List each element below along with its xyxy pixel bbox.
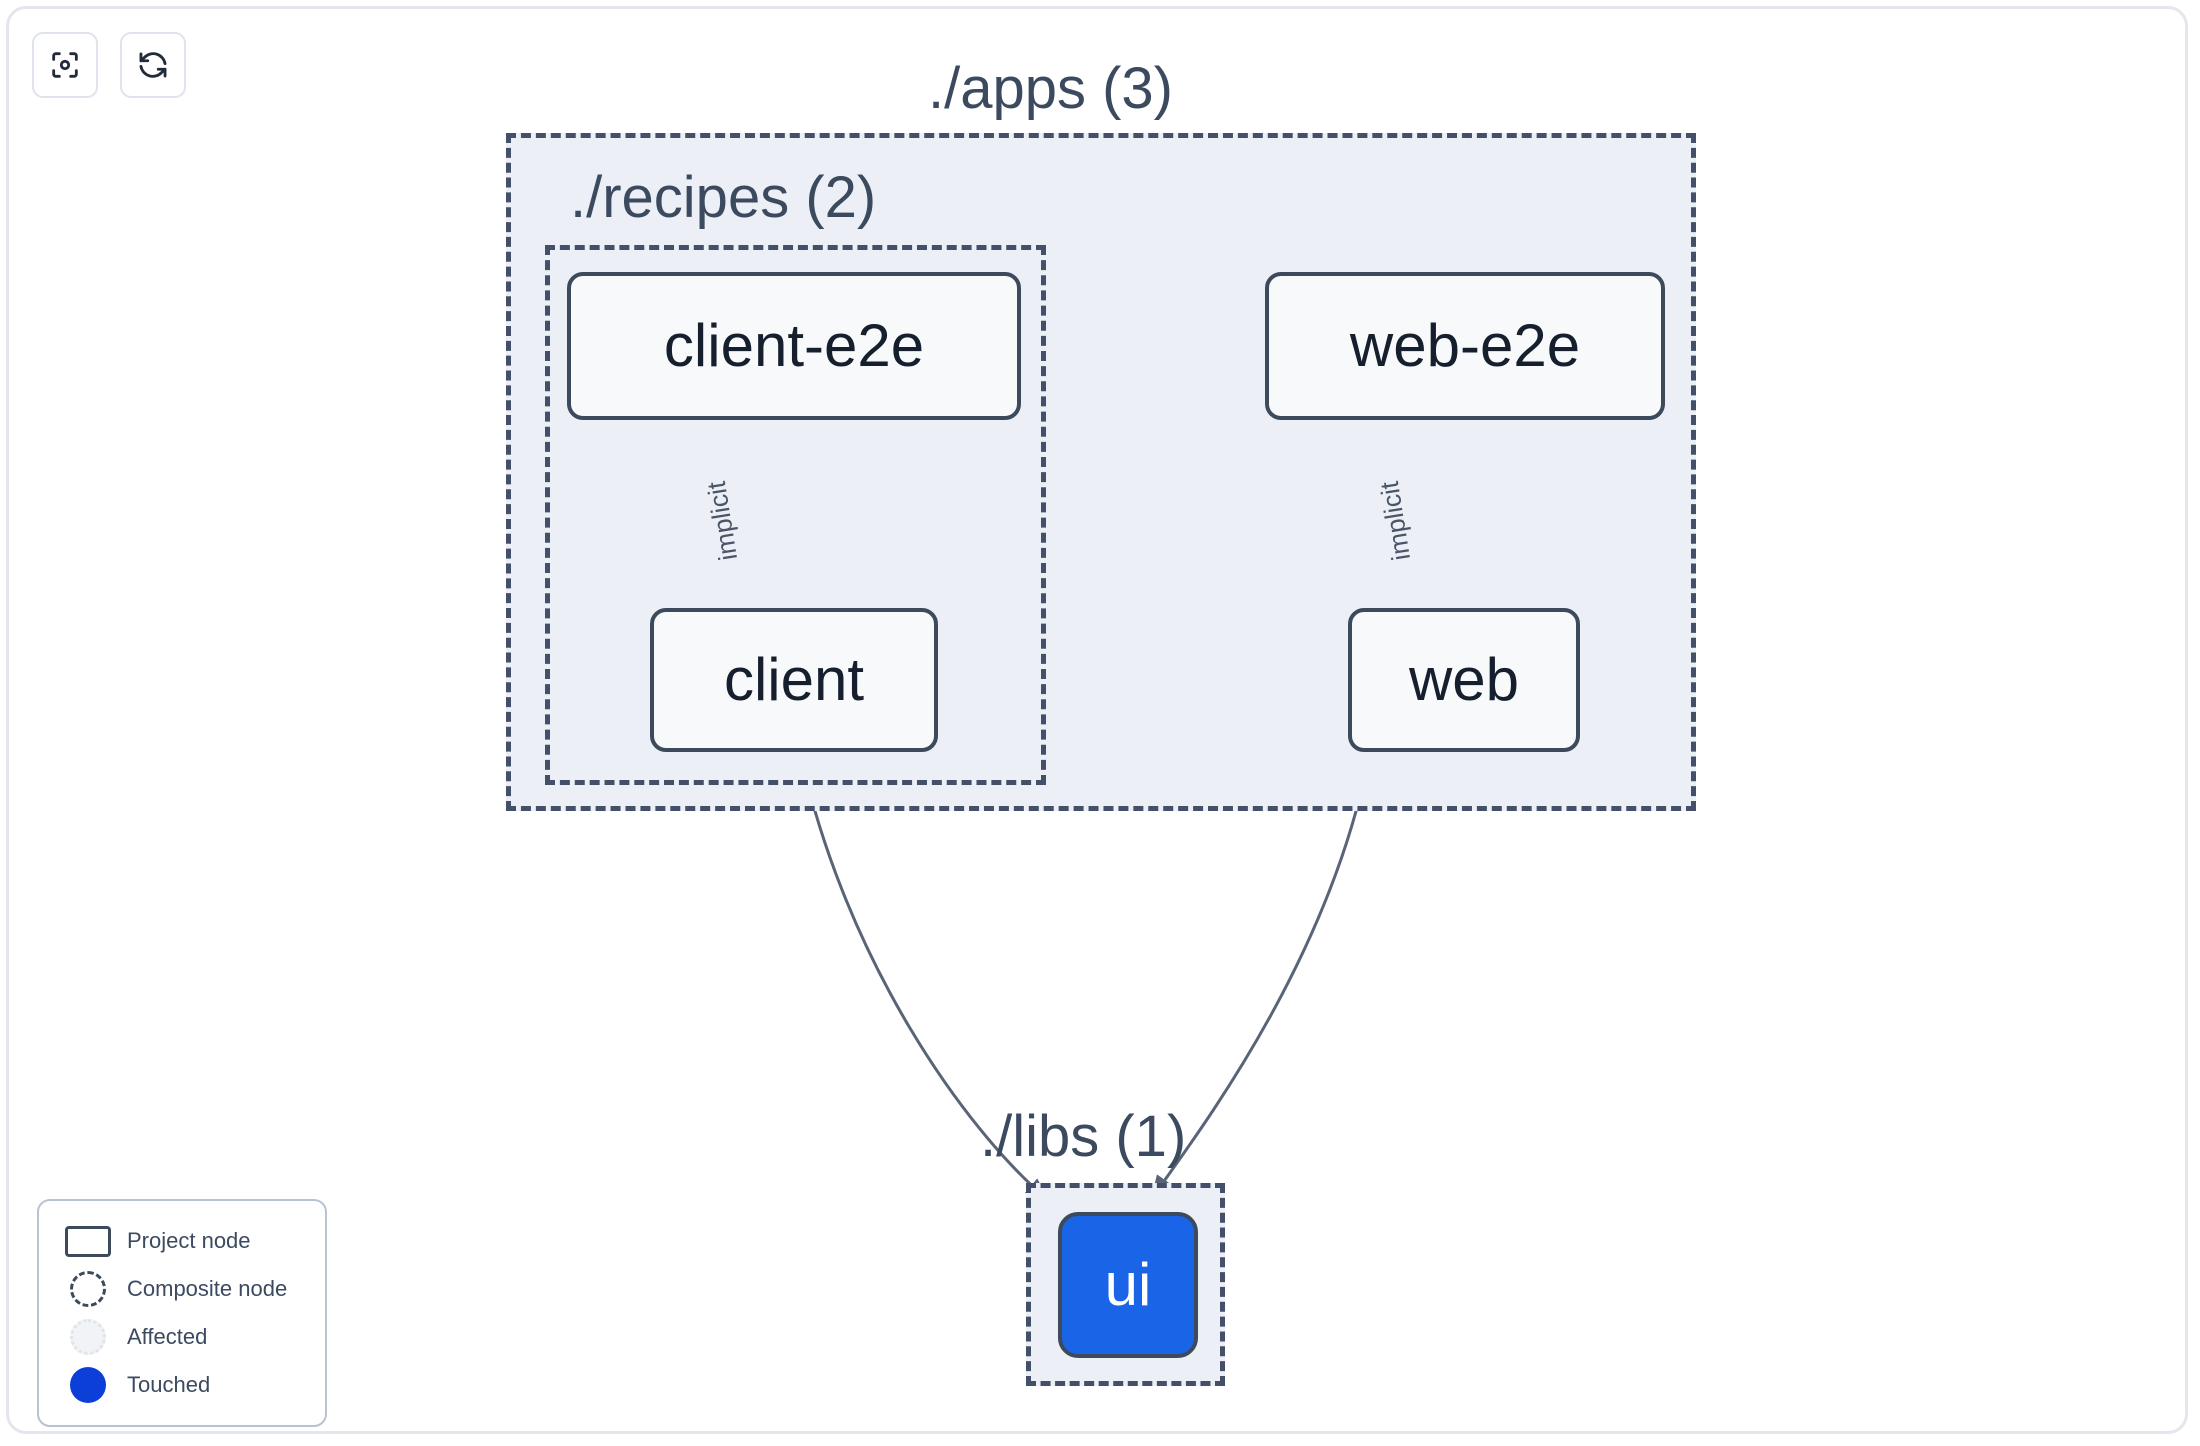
- legend-item-affected: Affected: [39, 1313, 325, 1361]
- node-label: ui: [1104, 1251, 1152, 1318]
- project-node-swatch-icon: [61, 1225, 115, 1257]
- group-label-apps: ./apps (3): [928, 56, 1173, 121]
- node-client[interactable]: client: [650, 608, 938, 752]
- legend-item-label: Affected: [127, 1324, 208, 1349]
- refresh-graph-button[interactable]: [120, 32, 186, 98]
- composite-node-swatch-icon: [61, 1271, 115, 1307]
- node-ui[interactable]: ui: [1058, 1212, 1198, 1358]
- node-label: client: [723, 646, 865, 713]
- focus-target-icon: [48, 48, 82, 82]
- node-web[interactable]: web: [1348, 608, 1580, 752]
- legend-item-touched: Touched: [39, 1361, 325, 1409]
- group-label-libs: ./libs (1): [980, 1104, 1187, 1169]
- node-label: client-e2e: [663, 312, 925, 379]
- refresh-sync-icon: [136, 48, 170, 82]
- legend-item-project-node: Project node: [39, 1217, 325, 1265]
- touched-swatch-icon: [61, 1367, 115, 1403]
- node-web-e2e[interactable]: web-e2e: [1265, 272, 1665, 420]
- group-label-recipes: ./recipes (2): [570, 165, 877, 230]
- node-client-e2e[interactable]: client-e2e: [567, 272, 1021, 420]
- legend-item-label: Touched: [127, 1372, 211, 1397]
- affected-swatch-icon: [61, 1319, 115, 1355]
- graph-legend: Project node Composite node Affected Tou…: [37, 1199, 327, 1427]
- legend-item-label: Project node: [127, 1228, 251, 1253]
- legend-item-composite-node: Composite node: [39, 1265, 325, 1313]
- graph-toolbar: [32, 32, 186, 98]
- focus-graph-button[interactable]: [32, 32, 98, 98]
- node-label: web: [1408, 646, 1520, 713]
- legend-item-label: Composite node: [127, 1276, 288, 1301]
- node-label: web-e2e: [1349, 312, 1581, 379]
